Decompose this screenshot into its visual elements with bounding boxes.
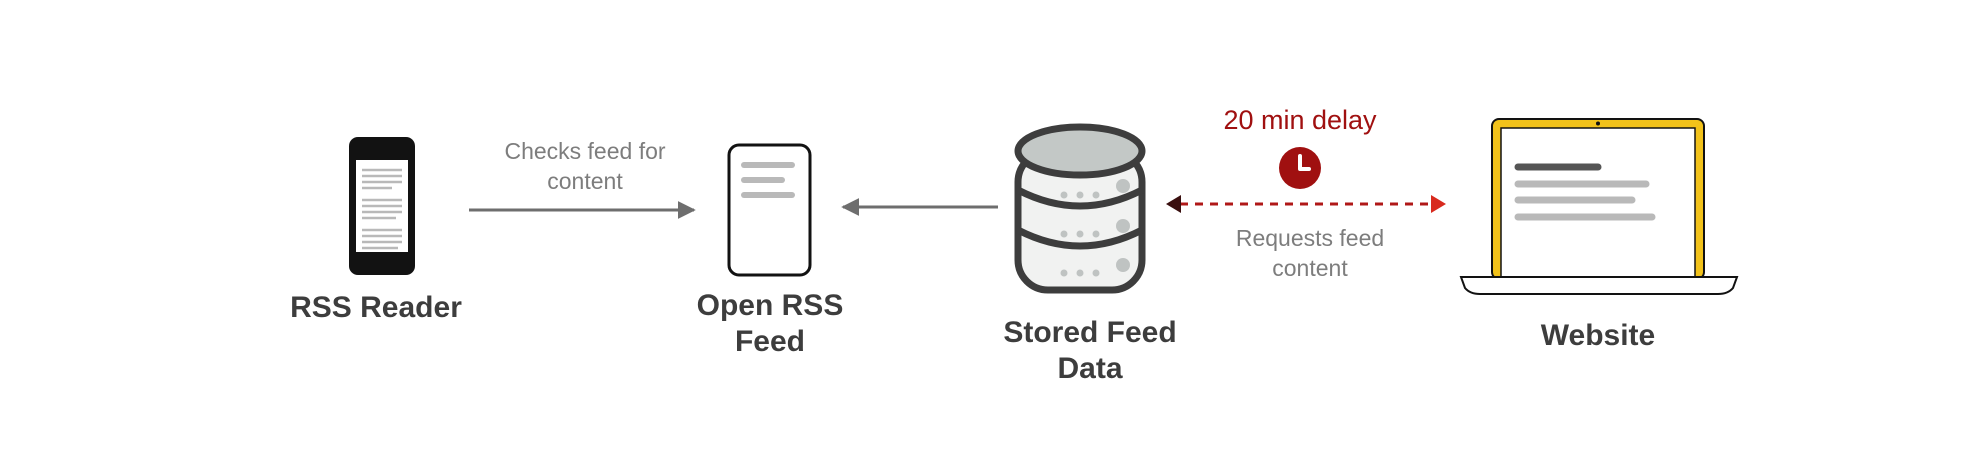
open-rss-feed-label-line1: Open RSS [696,289,844,322]
requests-feed-label: Requests feed content [1190,223,1430,283]
stored-feed-data-label-line1: Stored Feed [1003,316,1177,349]
website-label: Website [1540,319,1656,352]
checks-feed-label-line1: Checks feed for [504,138,666,164]
stored-feed-data-label: Stored Feed Data [980,315,1200,387]
document-icon [727,143,812,277]
stored-feed-data-label-line2: Data [1057,352,1123,385]
delay-label: 20 min delay [1223,105,1377,135]
laptop-icon [1459,118,1739,295]
open-rss-feed-label-line2: Feed [734,325,806,358]
open-rss-feed-label: Open RSS Feed [670,288,870,360]
checks-feed-label: Checks feed for content [465,136,705,196]
database-icon [1014,123,1146,294]
delay-arrow [1166,195,1446,213]
rss-reader-label: RSS Reader [290,291,462,324]
requests-feed-label-line2: content [1272,255,1348,281]
phone-icon [349,137,415,275]
requests-feed-label-line1: Requests feed [1235,225,1385,251]
checks-feed-label-line2: content [547,168,623,194]
clock-icon [1279,147,1321,189]
